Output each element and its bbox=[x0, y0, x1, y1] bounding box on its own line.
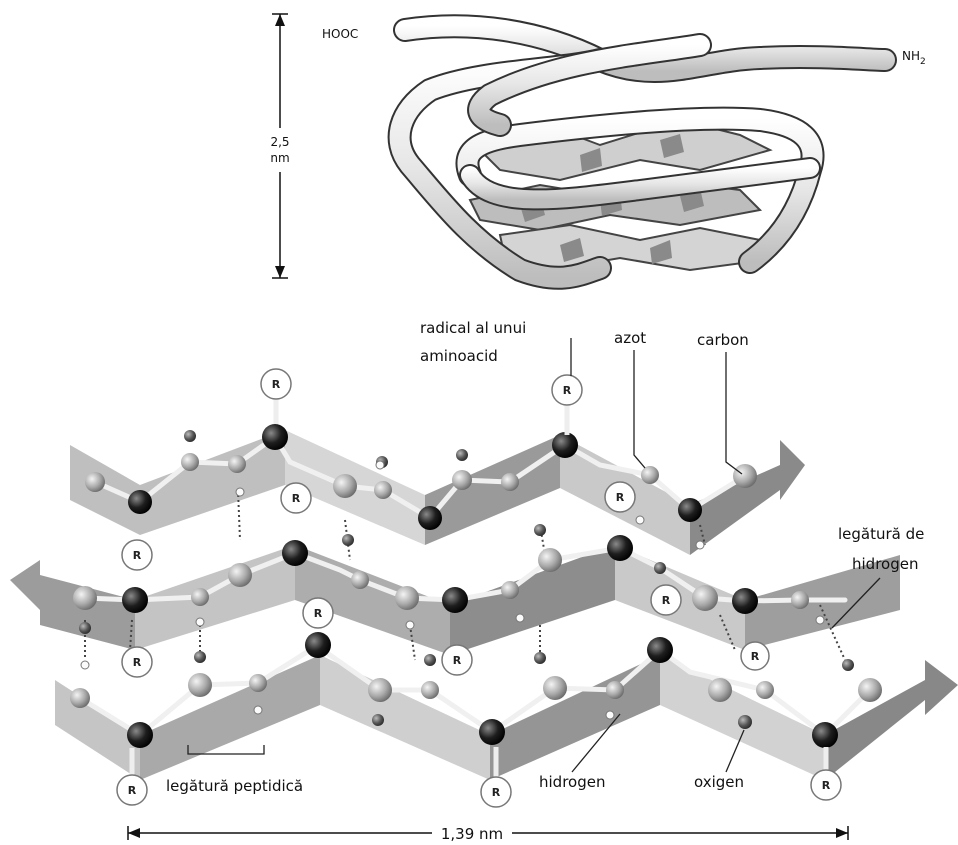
r-label: R bbox=[751, 650, 760, 663]
azot-label: azot bbox=[614, 329, 646, 347]
height-value: 2,5 bbox=[270, 135, 289, 149]
radical-label-line2: aminoacid bbox=[420, 347, 498, 365]
r-label: R bbox=[272, 378, 281, 391]
r-label: R bbox=[453, 654, 462, 667]
r-label: R bbox=[492, 786, 501, 799]
nh2-label: NH2 bbox=[902, 49, 926, 67]
hbond-label-line2: hidrogen bbox=[852, 555, 918, 573]
r-label: R bbox=[616, 491, 625, 504]
r-group: R bbox=[741, 642, 769, 670]
r-group: R bbox=[442, 645, 472, 675]
oxigen-label: oxigen bbox=[694, 773, 744, 791]
r-label: R bbox=[133, 656, 142, 669]
r-label: R bbox=[133, 549, 142, 562]
r-label: R bbox=[822, 779, 831, 792]
protein-ribbon-illustration bbox=[400, 26, 885, 278]
r-label: R bbox=[314, 607, 323, 620]
r-label: R bbox=[128, 784, 137, 797]
height-unit: nm bbox=[270, 151, 289, 165]
r-group: R bbox=[552, 375, 582, 435]
cooh-label: HOOC bbox=[322, 27, 358, 41]
hidrogen-label: hidrogen bbox=[539, 773, 605, 791]
r-label: R bbox=[563, 384, 572, 397]
carbon-label: carbon bbox=[697, 331, 749, 349]
r-group: R bbox=[261, 369, 291, 424]
r-group: R bbox=[281, 483, 311, 513]
hbond-label-line1: legătură de bbox=[838, 525, 924, 543]
width-label: 1,39 nm bbox=[441, 825, 503, 843]
r-group: R bbox=[651, 585, 681, 615]
r-group: R bbox=[303, 598, 333, 628]
radical-label-line1: radical al unui bbox=[420, 319, 526, 337]
r-group: R bbox=[605, 482, 635, 512]
peptide-bond-label: legătură peptidică bbox=[166, 777, 303, 795]
nh2-subscript: 2 bbox=[920, 57, 926, 67]
r-group: R bbox=[122, 540, 152, 570]
r-label: R bbox=[662, 594, 671, 607]
r-label: R bbox=[292, 492, 301, 505]
nh2-main: NH bbox=[902, 49, 920, 63]
r-group: R bbox=[122, 647, 152, 677]
